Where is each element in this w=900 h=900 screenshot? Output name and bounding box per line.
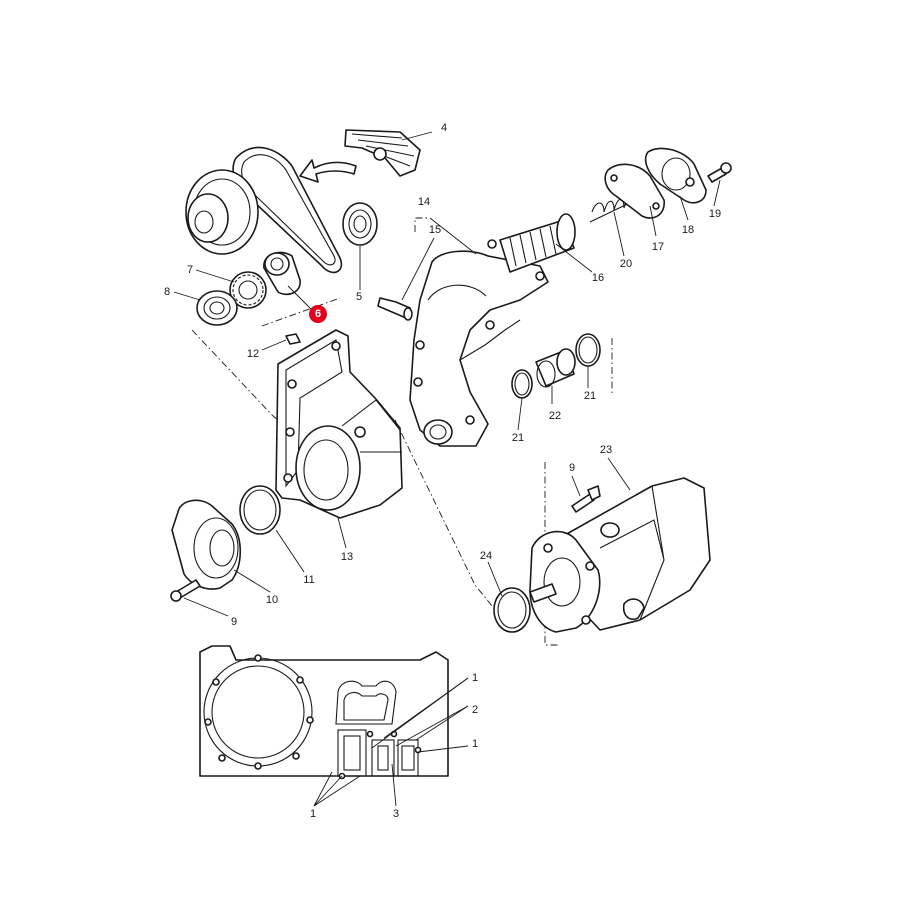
callout-label: 23: [600, 444, 612, 456]
callout-label: 5: [356, 291, 362, 303]
callout-label: 18: [682, 224, 694, 236]
o-ring-11: [239, 485, 281, 535]
cap-18: [644, 147, 707, 204]
callout-label: 16: [592, 272, 604, 284]
pump-arm-14: [409, 239, 549, 447]
callout-label: 9: [569, 462, 575, 474]
callout-label: 14: [418, 196, 430, 208]
callout-label: 11: [303, 574, 314, 586]
bolt-9-pump: [571, 485, 601, 513]
end-cover-10: [171, 499, 242, 590]
ring-21-upper: [575, 333, 601, 367]
highlight-marker[interactable]: [309, 305, 327, 323]
pin-15: [377, 297, 413, 321]
bolt-9-left: [170, 579, 201, 602]
callout-label: 4: [441, 122, 447, 134]
dowel-pin-12: [285, 333, 301, 345]
callout-labels: 4 14 15 19 18 17 20 16 7 8 5 6 12 21 22 …: [164, 122, 721, 820]
leader-lines: [173, 131, 721, 807]
bearing-5: [342, 202, 378, 246]
callout-label: 22: [549, 410, 561, 422]
callout-label: 17: [652, 241, 664, 253]
callout-label: 1: [472, 672, 478, 684]
callout-label: 1: [310, 808, 316, 820]
highlight-label[interactable]: 6: [315, 308, 321, 320]
highlighted-callout-6[interactable]: 6: [309, 305, 327, 323]
plate-17: [604, 163, 665, 219]
callout-label: 7: [187, 264, 193, 276]
bolt-19: [707, 162, 732, 183]
callout-label: 1: [472, 738, 478, 750]
callout-label: 3: [393, 808, 399, 820]
o-ring-24: [493, 587, 531, 633]
belt-segment: [344, 129, 421, 177]
callout-label: 21: [512, 432, 524, 444]
callout-label: 15: [429, 224, 441, 236]
callout-label: 19: [709, 208, 721, 220]
callout-label: 13: [341, 551, 353, 563]
gear-housing-13: [275, 329, 403, 519]
callout-label: 8: [164, 286, 170, 298]
callout-label: 24: [480, 550, 492, 562]
filter-16: [499, 213, 576, 273]
gasket-plate: [199, 645, 449, 780]
callout-label: 21: [584, 390, 596, 402]
bearing-8: [196, 290, 238, 326]
gear-7: [229, 271, 267, 309]
gear-shaft-6: [263, 251, 301, 296]
bush-22: [535, 348, 576, 388]
callout-label: 20: [620, 258, 632, 270]
callout-label: 2: [472, 704, 478, 716]
hydraulic-pump-23: [529, 477, 711, 633]
callout-label: 12: [247, 348, 259, 360]
drive-belt-assembly: [185, 146, 357, 274]
callout-label: 9: [231, 616, 237, 628]
callout-label: 10: [266, 594, 278, 606]
ring-21-lower: [511, 369, 533, 399]
